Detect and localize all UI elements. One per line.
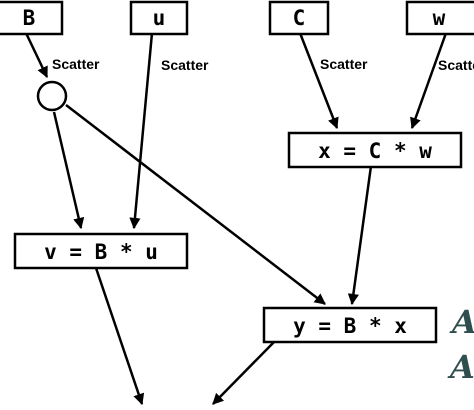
node-v-equation-label: v = B * u [44,240,158,264]
scatter-label-u: Scatter [161,57,209,73]
scatter-label-w: Scatter [438,57,474,73]
node-w-label: w [433,6,446,30]
node-c: C [268,0,330,36]
node-b: B [0,0,64,36]
node-x-equation-label: x = C * w [318,139,432,163]
node-v-equation: v = B * u [13,232,189,270]
scatter-label-c: Scatter [320,56,368,72]
edge-c-to-x [298,32,339,130]
edges [24,32,448,406]
edge-b-to-scatter-node [24,32,49,79]
edge-scatter-node-to-y [65,104,326,305]
edge-u-to-v [129,32,154,230]
side-text-a-bottom: A [447,348,474,386]
node-u: u [129,0,189,36]
edge-y-to-bottom [212,339,277,405]
side-text-a-top: A [449,303,474,341]
edge-scatter-node-to-v [52,111,85,230]
node-x-equation: x = C * w [287,131,463,169]
edge-x-to-y [347,165,373,306]
node-c-label: C [293,6,306,30]
scatter-label-b: Scatter [52,56,100,72]
node-y-equation-label: y = B * x [293,314,407,338]
node-b-label: B [23,6,36,30]
node-u-label: u [153,6,166,30]
edge-w-to-x [410,32,448,130]
node-y-equation: y = B * x [262,306,438,344]
edge-labels: Scatter Scatter Scatter Scatter [52,56,474,73]
scatter-node [36,80,68,112]
edge-v-to-bottom [94,267,145,406]
node-w: w [405,0,474,36]
